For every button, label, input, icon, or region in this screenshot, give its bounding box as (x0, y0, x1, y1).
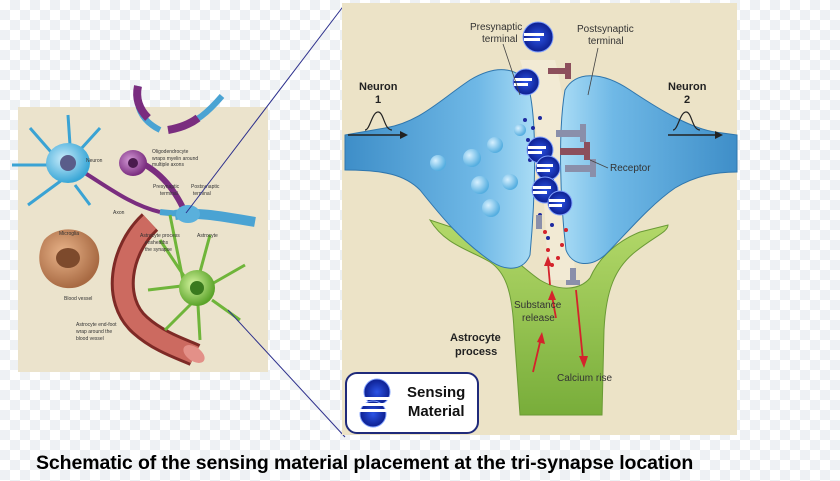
oligodendrocyte-cell (119, 150, 147, 176)
label-receptor: Receptor (610, 163, 651, 174)
label-postsynaptic-1: Postsynaptic (577, 24, 634, 35)
label-neuron1-number: 1 (375, 94, 382, 106)
label-neuron2-number: 2 (684, 94, 691, 106)
label-oligodendrocyte-desc-1: wraps myelin around (152, 156, 199, 162)
label-calcium-rise: Calcium rise (557, 373, 613, 384)
legend-text: Sensing Material (407, 384, 465, 422)
label-substance: Substance (514, 300, 562, 311)
calcium-arrow (575, 289, 588, 368)
label-neuron2: Neuron (668, 81, 707, 93)
label-oligodendrocyte-desc-2: multiple axons (152, 162, 184, 168)
label-postsynaptic-2: terminal (588, 36, 624, 47)
label-neuron1: Neuron (359, 81, 398, 93)
label-astrocyte-process-2: ensheaths (145, 240, 169, 246)
label-axon: Axon (113, 210, 125, 216)
astrocyte-process-shape (428, 219, 669, 416)
sensing-material-legend: Sensing Material (345, 372, 479, 434)
label-astrocyte-process-1: Astrocyte process (140, 233, 180, 239)
label-endfoot-1: Astrocyte end-foot (76, 322, 117, 328)
neuron2-signal (668, 111, 723, 139)
neuron1-signal (348, 111, 408, 139)
label-blood-vessel: Blood vessel (64, 296, 93, 302)
sensing-material-icon (355, 378, 391, 428)
label-postsynaptic-terminal-small: terminal (193, 191, 211, 197)
synaptic-vesicles (430, 124, 526, 217)
label-release: release (522, 313, 555, 324)
astrocyte-cell (147, 214, 246, 341)
sensing-material-particles (512, 21, 573, 216)
legend-line1: Sensing (407, 384, 466, 401)
label-presynaptic-1: Presynaptic (470, 22, 523, 33)
receptors (536, 63, 596, 285)
label-oligodendrocyte: Oligodendrocyte (152, 149, 189, 155)
label-astrocyte-process-3: the synapse (145, 247, 172, 253)
substance-release-arrows (532, 256, 557, 373)
label-endfoot-2: wrap around the (76, 329, 113, 335)
label-astrocyte: Astrocyte (197, 233, 218, 239)
label-presynaptic-small: Presynaptic (153, 184, 180, 190)
label-astrocyte: Astrocyte (450, 332, 501, 344)
label-microglia: Microglia (59, 231, 80, 237)
microglia-cell (39, 229, 100, 289)
label-process: process (455, 346, 498, 358)
postsynaptic-terminal-shape (560, 75, 738, 264)
label-presynaptic-terminal-small: terminal (160, 191, 178, 197)
legend-line2: Material (407, 402, 465, 420)
neuron-cell (12, 114, 102, 207)
label-presynaptic-2: terminal (482, 34, 518, 45)
figure-caption: Schematic of the sensing material placem… (36, 452, 694, 474)
label-neuron: Neuron (86, 158, 103, 164)
label-endfoot-3: blood vessel (76, 336, 104, 342)
